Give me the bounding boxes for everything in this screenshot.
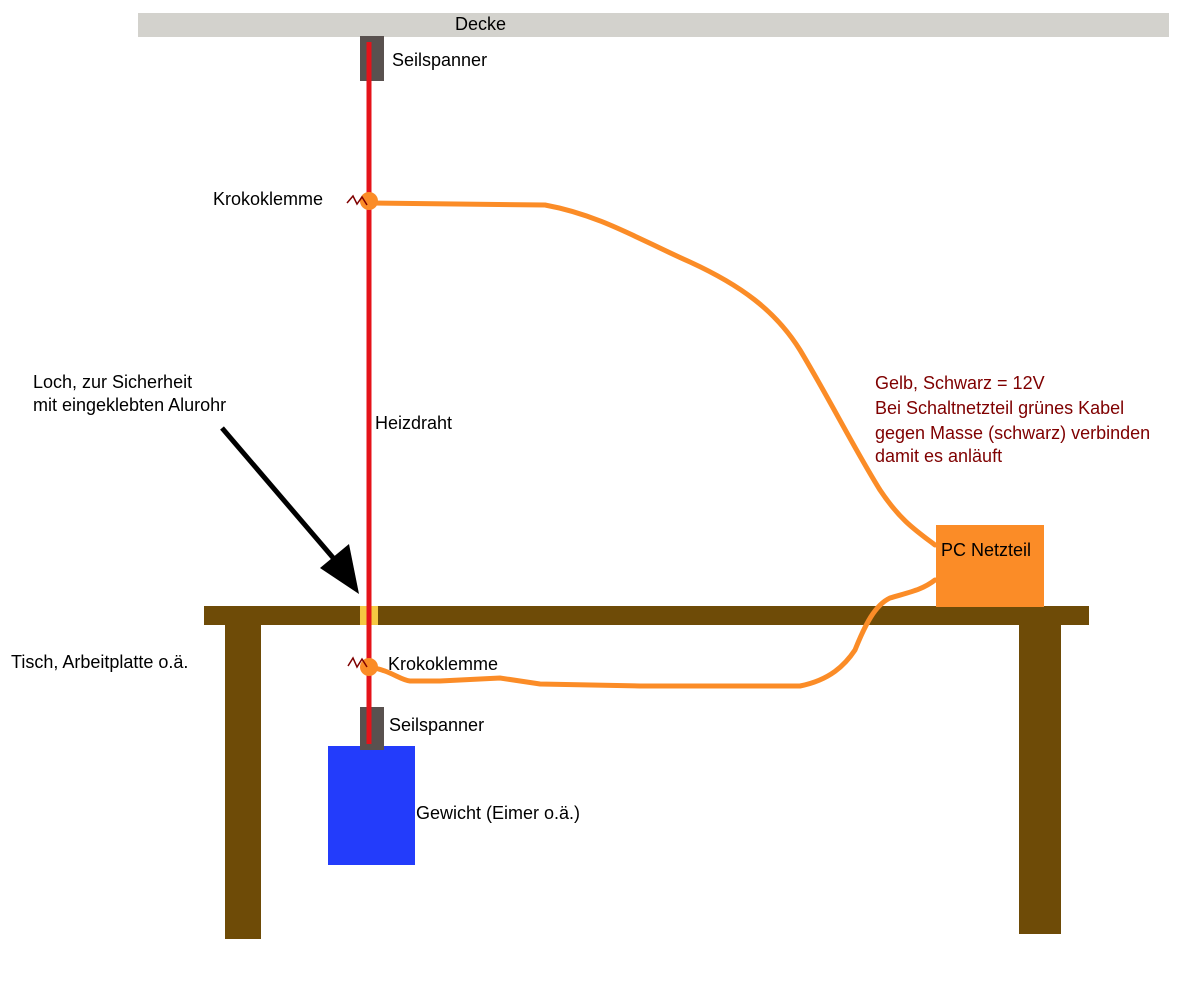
clip-top-label: Krokoklemme	[213, 189, 323, 209]
table-top	[204, 606, 1089, 625]
cable-top	[366, 200, 938, 548]
weight-label: Gewicht (Eimer o.ä.)	[416, 803, 580, 823]
tensioner-top-label: Seilspanner	[392, 50, 487, 70]
table-label: Tisch, Arbeitplatte o.ä.	[11, 652, 188, 672]
psu-note-line4: damit es anläuft	[875, 446, 1002, 466]
psu-note-line1: Gelb, Schwarz = 12V	[875, 373, 1045, 393]
table-leg-right	[1019, 625, 1061, 934]
clip-bottom-label: Krokoklemme	[388, 654, 498, 674]
hole-arrow-head-icon	[320, 544, 359, 594]
tensioner-bottom-label: Seilspanner	[389, 715, 484, 735]
psu-label: PC Netzteil	[941, 540, 1031, 560]
clip-top-zigzag-icon	[346, 194, 368, 206]
tensioner-bottom	[360, 707, 384, 750]
hole-label-line1: Loch, zur Sicherheit	[33, 372, 192, 392]
psu-note-line3: gegen Masse (schwarz) verbinden	[875, 423, 1150, 443]
psu-box	[936, 525, 1044, 607]
ceiling-bar	[138, 13, 1169, 37]
clip-bottom-zigzag-icon	[347, 656, 368, 669]
hole-arrow-shaft	[220, 426, 337, 562]
heating-wire-label: Heizdraht	[375, 413, 452, 433]
weight-bucket	[328, 746, 415, 865]
tensioner-top	[360, 36, 384, 81]
cable-bottom	[366, 577, 938, 689]
table-leg-left	[225, 625, 261, 939]
hole-label-line2: mit eingeklebten Alurohr	[33, 395, 226, 415]
psu-note-line2: Bei Schaltnetzteil grünes Kabel	[875, 398, 1124, 418]
ceiling-label: Decke	[455, 14, 506, 34]
clip-top	[360, 192, 378, 210]
